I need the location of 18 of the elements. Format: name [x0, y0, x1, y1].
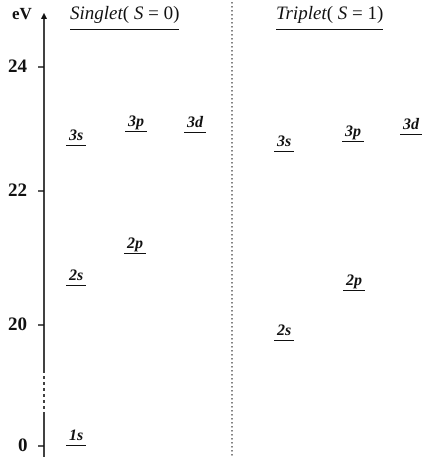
unit-label: eV — [12, 5, 32, 22]
energy-level-label: 2s — [66, 268, 86, 286]
energy-level-label: 3d — [184, 115, 206, 133]
tick-label: 22 — [8, 181, 27, 200]
tick-label: 20 — [8, 315, 27, 334]
energy-level-label: 3d — [400, 117, 422, 135]
energy-level-label: 1s — [66, 428, 86, 446]
energy-level-label: 2p — [343, 273, 365, 291]
tick-label: 0 — [18, 436, 28, 455]
energy-level-label: 2s — [274, 323, 294, 341]
energy-level-label: 3s — [274, 134, 294, 152]
energy-level-label: 2p — [124, 236, 146, 254]
column-heading: Singlet( S = 0) — [70, 4, 180, 30]
energy-level-label: 3p — [342, 124, 364, 142]
energy-level-label: 3p — [125, 114, 147, 132]
tick-label: 24 — [8, 57, 27, 76]
column-heading: Triplet( S = 1) — [276, 4, 384, 30]
energy-level-label: 3s — [66, 128, 86, 146]
